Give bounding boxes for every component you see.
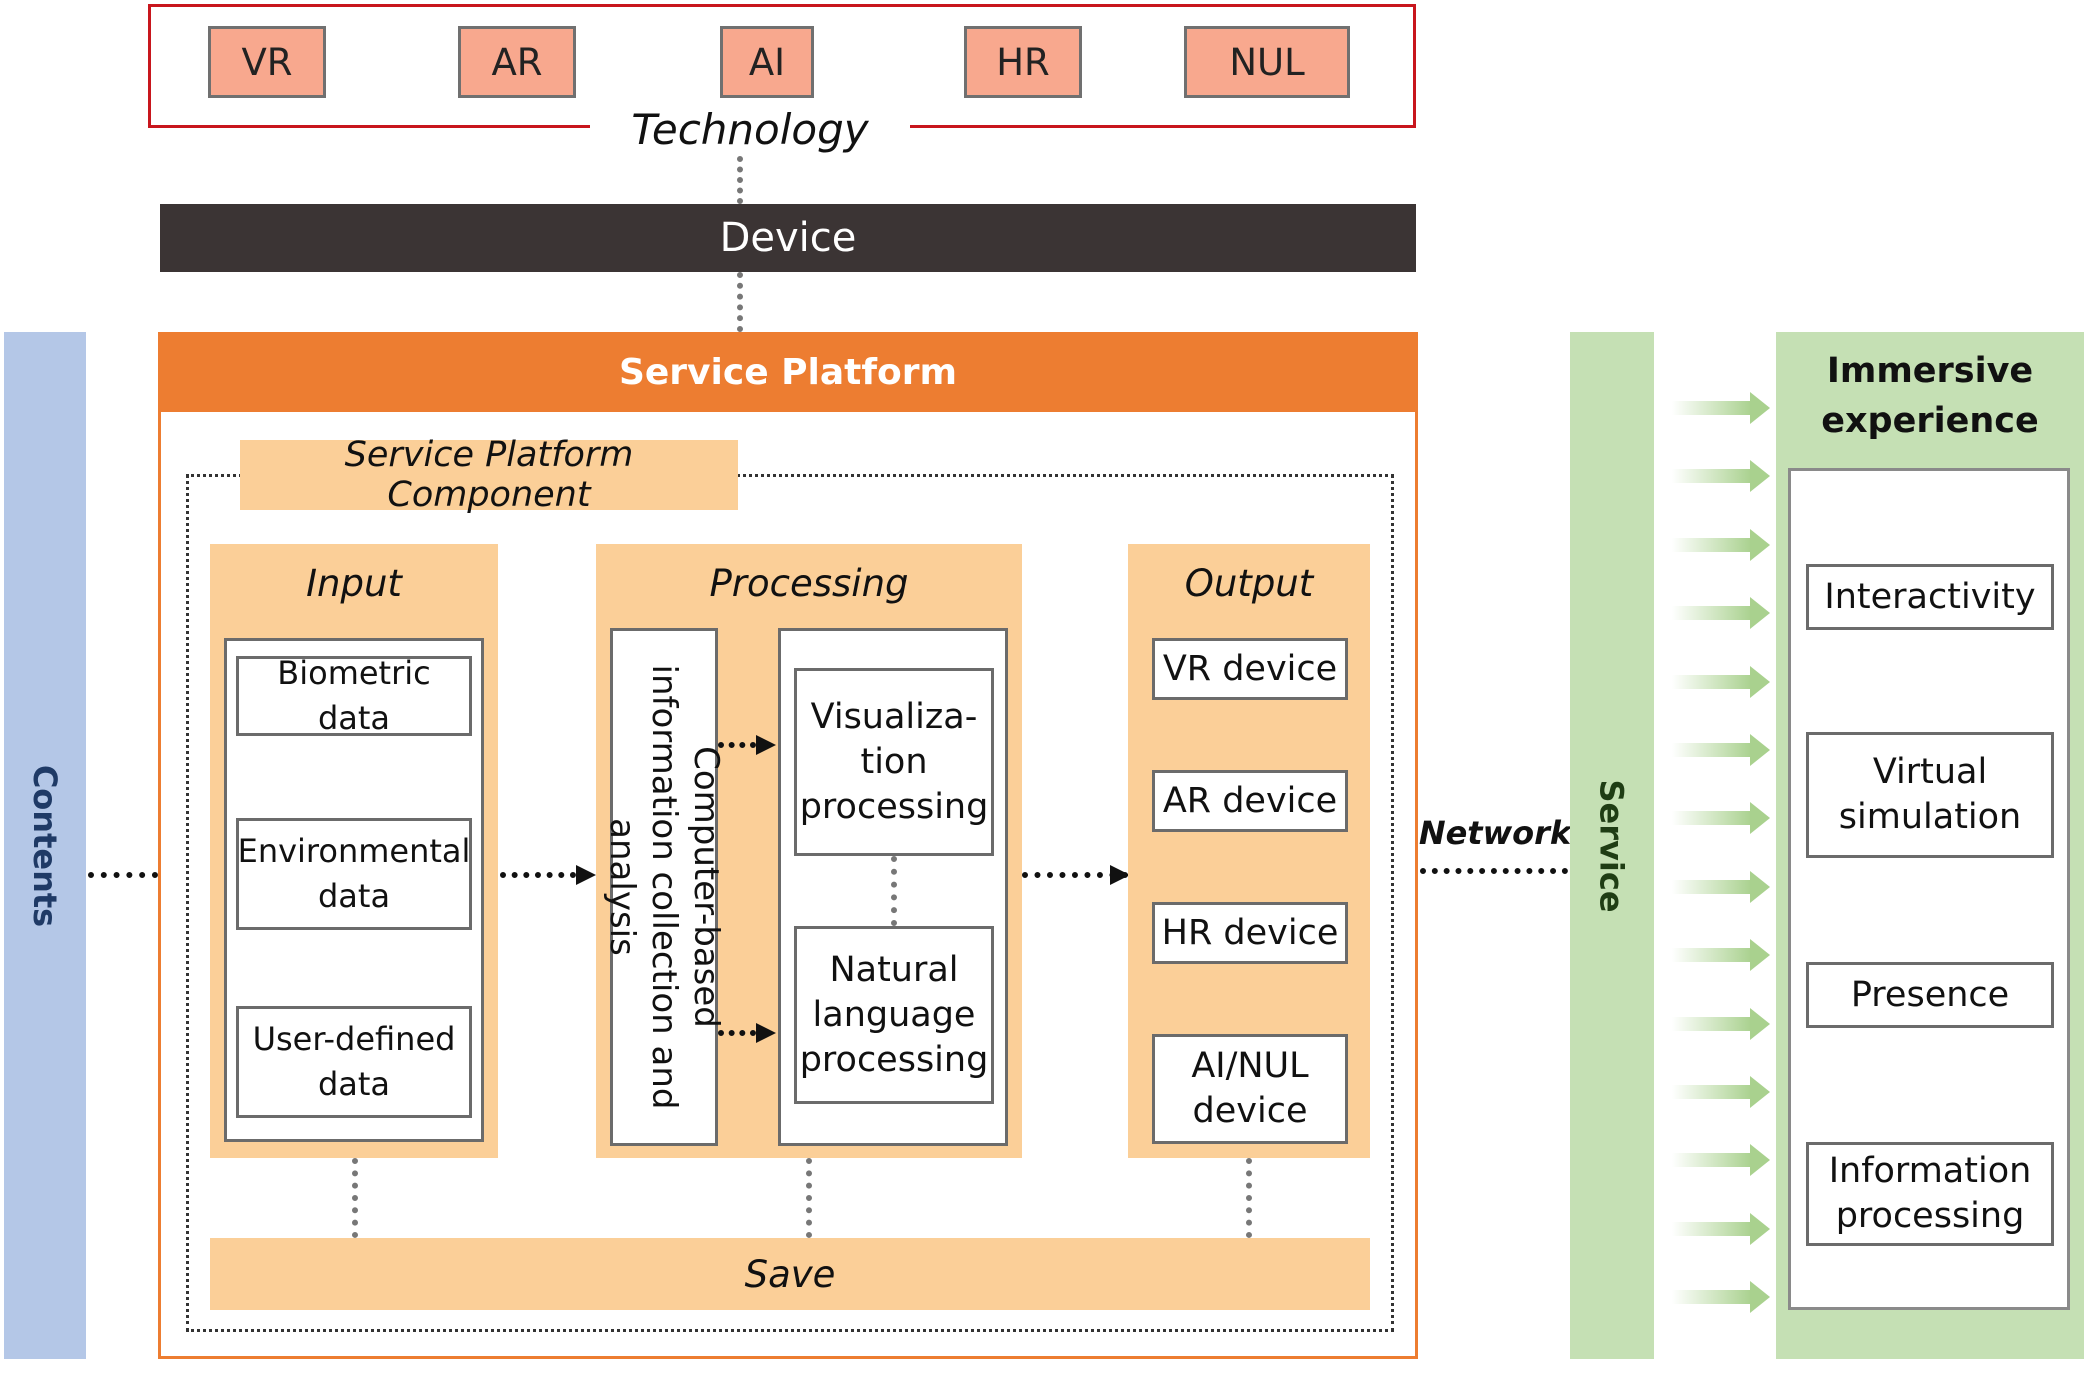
connector-contents-platform: [88, 872, 158, 878]
input-user-defined-data: User-defined data: [236, 1006, 472, 1118]
device-bar: Device: [160, 204, 1416, 272]
tech-vr: VR: [208, 26, 326, 98]
tech-hr: HR: [964, 26, 1082, 98]
output-hr-device: HR device: [1152, 902, 1348, 964]
save-bar: Save: [210, 1238, 1370, 1310]
green-arrow: [1672, 1140, 1772, 1180]
green-arrow: [1672, 662, 1772, 702]
processing-vertical-panel: [610, 628, 718, 1146]
green-arrow: [1672, 1209, 1772, 1249]
contents-label: Contents: [26, 764, 64, 927]
connector-visualization-nlp: [891, 856, 897, 926]
service-bar: Service: [1570, 332, 1654, 1359]
immersive-presence: Presence: [1806, 962, 2054, 1028]
output-vr-device: VR device: [1152, 638, 1348, 700]
green-arrow: [1672, 1004, 1772, 1044]
tech-nul: NUL: [1184, 26, 1350, 98]
network-label: Network: [1418, 814, 1572, 852]
tech-ar: AR: [458, 26, 576, 98]
green-arrow: [1672, 388, 1772, 428]
input-title: Input: [306, 561, 402, 605]
arrow-collection-nlp-line: [718, 1030, 756, 1036]
connector-device-platform: [737, 272, 743, 332]
output-ai-nul-device: AI/NUL device: [1152, 1034, 1348, 1144]
immersive-title: Immersive experience: [1821, 351, 2039, 441]
service-platform-title: Service Platform: [158, 332, 1418, 412]
component-dotted-frame: [186, 474, 1394, 1332]
green-arrow: [1672, 456, 1772, 496]
green-arrow: [1672, 593, 1772, 633]
green-arrow: [1672, 1072, 1772, 1112]
output-title: Output: [1184, 561, 1314, 605]
green-arrow: [1672, 525, 1772, 565]
input-biometric-data: Biometric data: [236, 654, 472, 737]
immersive-interactivity: Interactivity: [1806, 564, 2054, 630]
green-arrow: [1672, 935, 1772, 975]
immersive-information-processing: Information processing: [1806, 1142, 2054, 1246]
immersive-virtual-simulation: Virtual simulation: [1806, 732, 2054, 858]
connector-input-save: [352, 1158, 358, 1238]
arrow-input-processing-head: [576, 865, 596, 885]
green-arrow: [1672, 867, 1772, 907]
output-ar-device: AR device: [1152, 770, 1348, 832]
arrow-processing-output-head: [1110, 865, 1130, 885]
connector-tech-device: [737, 156, 743, 204]
green-arrow: [1672, 1277, 1772, 1317]
service-label: Service: [1593, 778, 1631, 913]
green-arrow: [1672, 798, 1772, 838]
technology-label-gap: [590, 110, 910, 140]
visualization-processing-box: Visualiza-tion processing: [794, 668, 994, 856]
contents-bar: Contents: [4, 332, 86, 1359]
natural-language-processing-box: Natural language processing: [794, 926, 994, 1104]
connector-output-save: [1246, 1158, 1252, 1238]
arrow-collection-nlp-head: [756, 1023, 776, 1043]
green-arrow: [1672, 730, 1772, 770]
input-environmental-data: Environmental data: [236, 818, 472, 930]
arrow-processing-output-line: [1022, 872, 1128, 878]
technology-label: Technology: [631, 104, 869, 154]
processing-vertical-label: Computer-based information collection an…: [602, 664, 726, 1110]
arrow-collection-visualization-head: [756, 735, 776, 755]
device-label: Device: [719, 215, 857, 261]
component-label: Service Platform Component: [240, 435, 738, 515]
tech-ai: AI: [720, 26, 814, 98]
arrow-input-processing-line: [500, 872, 576, 878]
arrow-collection-visualization-line: [718, 742, 756, 748]
connector-platform-service: [1420, 868, 1568, 874]
processing-title: Processing: [709, 561, 909, 605]
connector-processing-save: [806, 1158, 812, 1238]
